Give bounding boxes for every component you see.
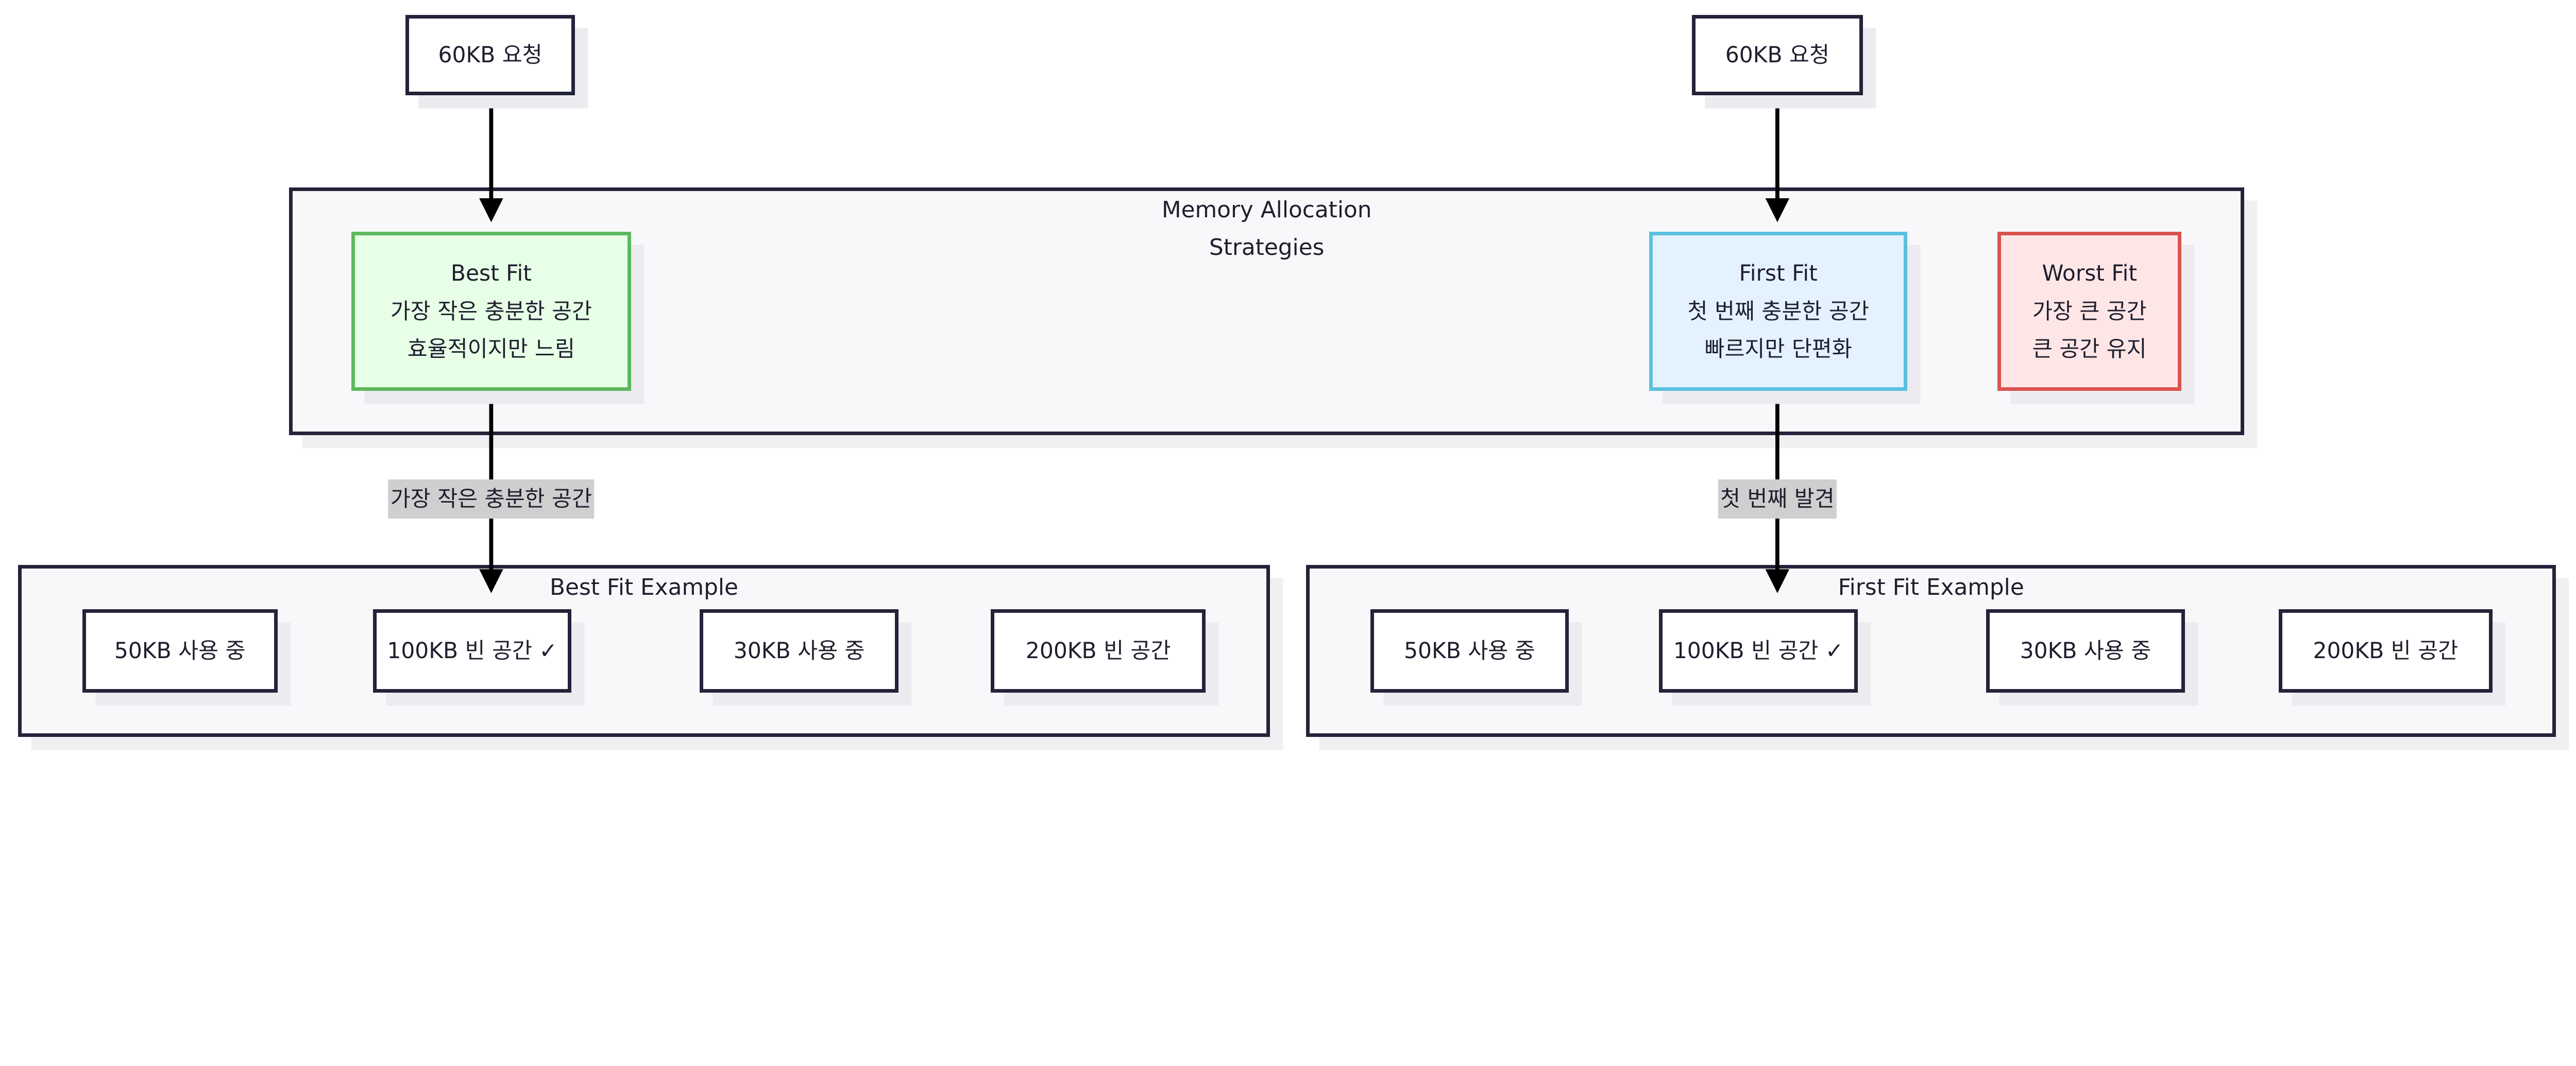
request-node-left: 60KB 요청 xyxy=(405,14,575,96)
first-fit-line2: 빠르지만 단편화 xyxy=(1704,336,1852,362)
first-fit-example-title: First Fit Example xyxy=(1838,574,2024,600)
memory-block-selected: 100KB 빈 공간 ✓ xyxy=(372,609,572,693)
worst-fit-line2: 큰 공간 유지 xyxy=(2032,336,2147,362)
memory-block-selected: 100KB 빈 공간 ✓ xyxy=(1659,609,1858,693)
worst-fit-title: Worst Fit xyxy=(2042,261,2138,286)
request-node-right: 60KB 요청 xyxy=(1691,14,1863,96)
edge-label-best: 가장 작은 충분한 공간 xyxy=(388,479,595,519)
block-label: 200KB 빈 공간 xyxy=(2313,638,2459,664)
memory-block: 50KB 사용 중 xyxy=(82,609,278,693)
first-fit-line1: 첫 번째 충분한 공간 xyxy=(1687,298,1869,324)
request-label: 60KB 요청 xyxy=(438,42,543,68)
memory-block: 50KB 사용 중 xyxy=(1370,609,1569,693)
worst-fit-node: Worst Fit 가장 큰 공간 큰 공간 유지 xyxy=(1997,231,2182,391)
block-label: 50KB 사용 중 xyxy=(114,638,246,664)
first-fit-node: First Fit 첫 번째 충분한 공간 빠르지만 단편화 xyxy=(1649,231,1907,391)
best-fit-line2: 효율적이지만 느림 xyxy=(407,336,575,362)
block-label: 50KB 사용 중 xyxy=(1404,638,1535,664)
edge-label-first: 첫 번째 발견 xyxy=(1718,479,1837,519)
request-label: 60KB 요청 xyxy=(1725,42,1829,68)
best-fit-line1: 가장 작은 충분한 공간 xyxy=(390,298,592,324)
strategies-title-line2: Strategies xyxy=(1209,234,1325,261)
strategies-title-line1: Memory Allocation xyxy=(1161,196,1372,223)
worst-fit-line1: 가장 큰 공간 xyxy=(2032,298,2147,324)
block-label: 30KB 사용 중 xyxy=(2020,638,2151,664)
best-fit-title: Best Fit xyxy=(450,261,532,286)
block-label: 100KB 빈 공간 ✓ xyxy=(387,638,557,664)
memory-block: 30KB 사용 중 xyxy=(700,609,899,693)
memory-block: 200KB 빈 공간 xyxy=(991,609,1206,693)
first-fit-title: First Fit xyxy=(1739,261,1818,286)
block-label: 200KB 빈 공간 xyxy=(1025,638,1171,664)
memory-block: 200KB 빈 공간 xyxy=(2279,609,2493,693)
block-label: 100KB 빈 공간 ✓ xyxy=(1673,638,1844,664)
block-label: 30KB 사용 중 xyxy=(733,638,865,664)
best-fit-example-title: Best Fit Example xyxy=(550,574,738,600)
best-fit-node: Best Fit 가장 작은 충분한 공간 효율적이지만 느림 xyxy=(351,231,631,391)
memory-block: 30KB 사용 중 xyxy=(1986,609,2185,693)
